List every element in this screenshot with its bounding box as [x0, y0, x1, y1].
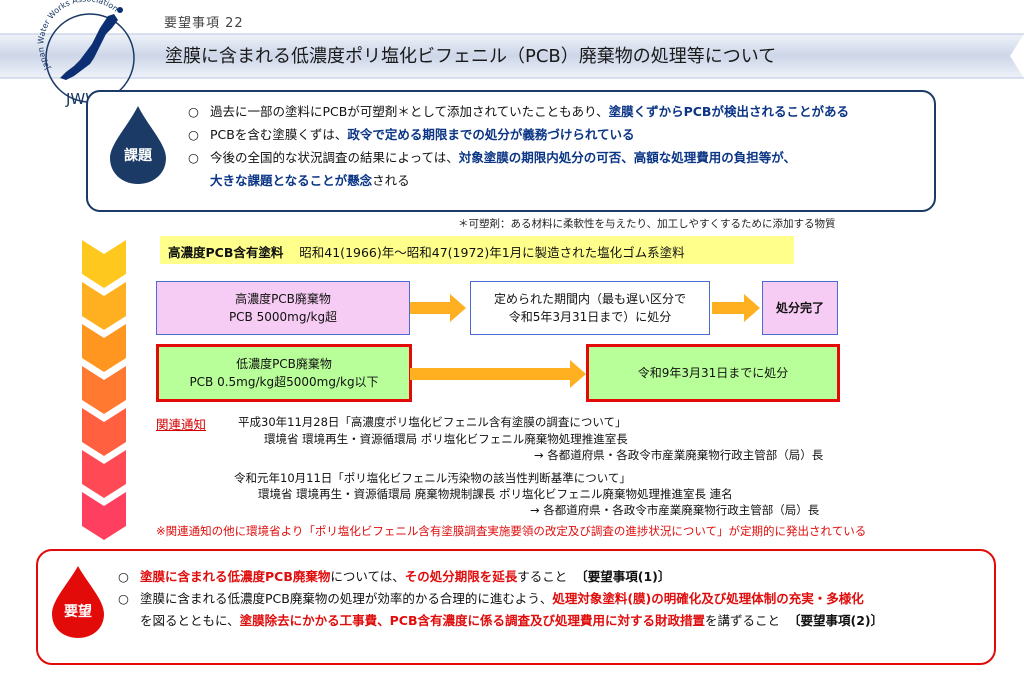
request-lines: ○塗膜に含まれる低濃度PCB廃棄物については、その処分期限を延長すること 〔要望… — [118, 566, 988, 632]
issue-line-1: ○過去に一部の塗料にPCBが可塑剤＊として添加されていたこともあり、塗膜くずから… — [188, 104, 849, 119]
logo-arc-text: Japan Water Works Association — [36, 0, 120, 72]
arrow-right-icon — [410, 360, 586, 388]
issue-line-4: 大きな課題となることが懸念される — [210, 173, 410, 188]
issue-line-2: ○PCBを含む塗膜くずは、政令で定める期限までの処分が義務づけられている — [188, 127, 635, 142]
notice-2-sender: 環境省 環境再生・資源循環局 廃棄物規制課長 ポリ塩化ビフェニル廃棄物処理推進室… — [258, 487, 733, 501]
doc-number: 要望事項 22 — [164, 16, 244, 31]
deadline-box: 定められた期間内（最も遅い区分で 令和5年3月31日まで）に処分 — [470, 281, 710, 335]
request-box — [36, 549, 996, 665]
disposal-complete-box: 処分完了 — [762, 281, 838, 335]
issue-box — [86, 90, 936, 212]
issue-drop-icon: 課題 — [110, 106, 166, 184]
notice-1-sender: 環境省 環境再生・資源循環局 ポリ塩化ビフェニル廃棄物処理推進室長 — [264, 432, 628, 446]
arrow-right-icon — [712, 294, 760, 322]
request-line-2: ○塗膜に含まれる低濃度PCB廃棄物の処理が効率的かる合理的に進むよう、処理対象塗… — [118, 591, 864, 606]
high-pcb-waste-box: 高濃度PCB廃棄物 PCB 5000mg/kg超 — [156, 281, 410, 335]
high-pcb-period: 高濃度PCB含有塗料 昭和41(1966)年～昭和47(1972)年1月に製造さ… — [168, 245, 685, 260]
notice-periodic-note: ※関連通知の他に環境省より「ポリ塩化ビフェニル含有塗膜調査実施要領の改定及び調査… — [156, 524, 867, 538]
notice-2-title: 令和元年10月11日「ポリ塩化ビフェニル汚染物の該当性判断基準について」 — [234, 471, 631, 485]
low-pcb-waste-box: 低濃度PCB廃棄物 PCB 0.5mg/kg超5000mg/kg以下 — [156, 344, 412, 402]
title-band — [0, 33, 1024, 79]
related-notices-heading: 関連通知 — [156, 417, 207, 432]
arrow-right-icon — [410, 294, 466, 322]
notice-1-recipient: → 各都道府県・各政令市産業廃棄物行政主管部（局）長 — [534, 448, 824, 462]
japan-map-icon — [60, 14, 118, 80]
issue-badge: 課題 — [124, 147, 153, 164]
request-drop-icon: 要望 — [52, 566, 104, 638]
request-line-3: を図るとともに、塗膜除去にかかる工事費、PCB含有濃度に係る調査及び処理費用に対… — [140, 613, 884, 628]
notice-1-title: 平成30年11月28日「高濃度ポリ塩化ビフェニル含有塗膜の調査について」 — [238, 415, 627, 429]
page-title: 塗膜に含まれる低濃度ポリ塩化ビフェニル（PCB）廃棄物の処理等について — [165, 46, 777, 67]
issue-lines: ○過去に一部の塗料にPCBが可塑剤＊として添加されていたこともあり、塗膜くずから… — [188, 100, 928, 192]
low-pcb-deadline-box: 令和9年3月31日までに処分 — [586, 344, 840, 402]
high-pcb-period-bar — [160, 236, 794, 264]
request-line-1: ○塗膜に含まれる低濃度PCB廃棄物については、その処分期限を延長すること 〔要望… — [118, 569, 671, 584]
notice-2-recipient: → 各都道府県・各政令市産業廃棄物行政主管部（局）長 — [530, 503, 820, 517]
svg-text:Japan Water Works Association: Japan Water Works Association — [36, 0, 120, 72]
issue-line-3: ○今後の全国的な状況調査の結果によっては、対象塗膜の期限内処分の可否、高額な処理… — [188, 150, 797, 165]
chevron-column — [82, 240, 126, 540]
request-badge: 要望 — [64, 603, 92, 620]
plasticizer-footnote: ＊可塑剤：ある材料に柔軟性を与えたり、加工しやすくするために添加する物質 — [458, 218, 836, 230]
